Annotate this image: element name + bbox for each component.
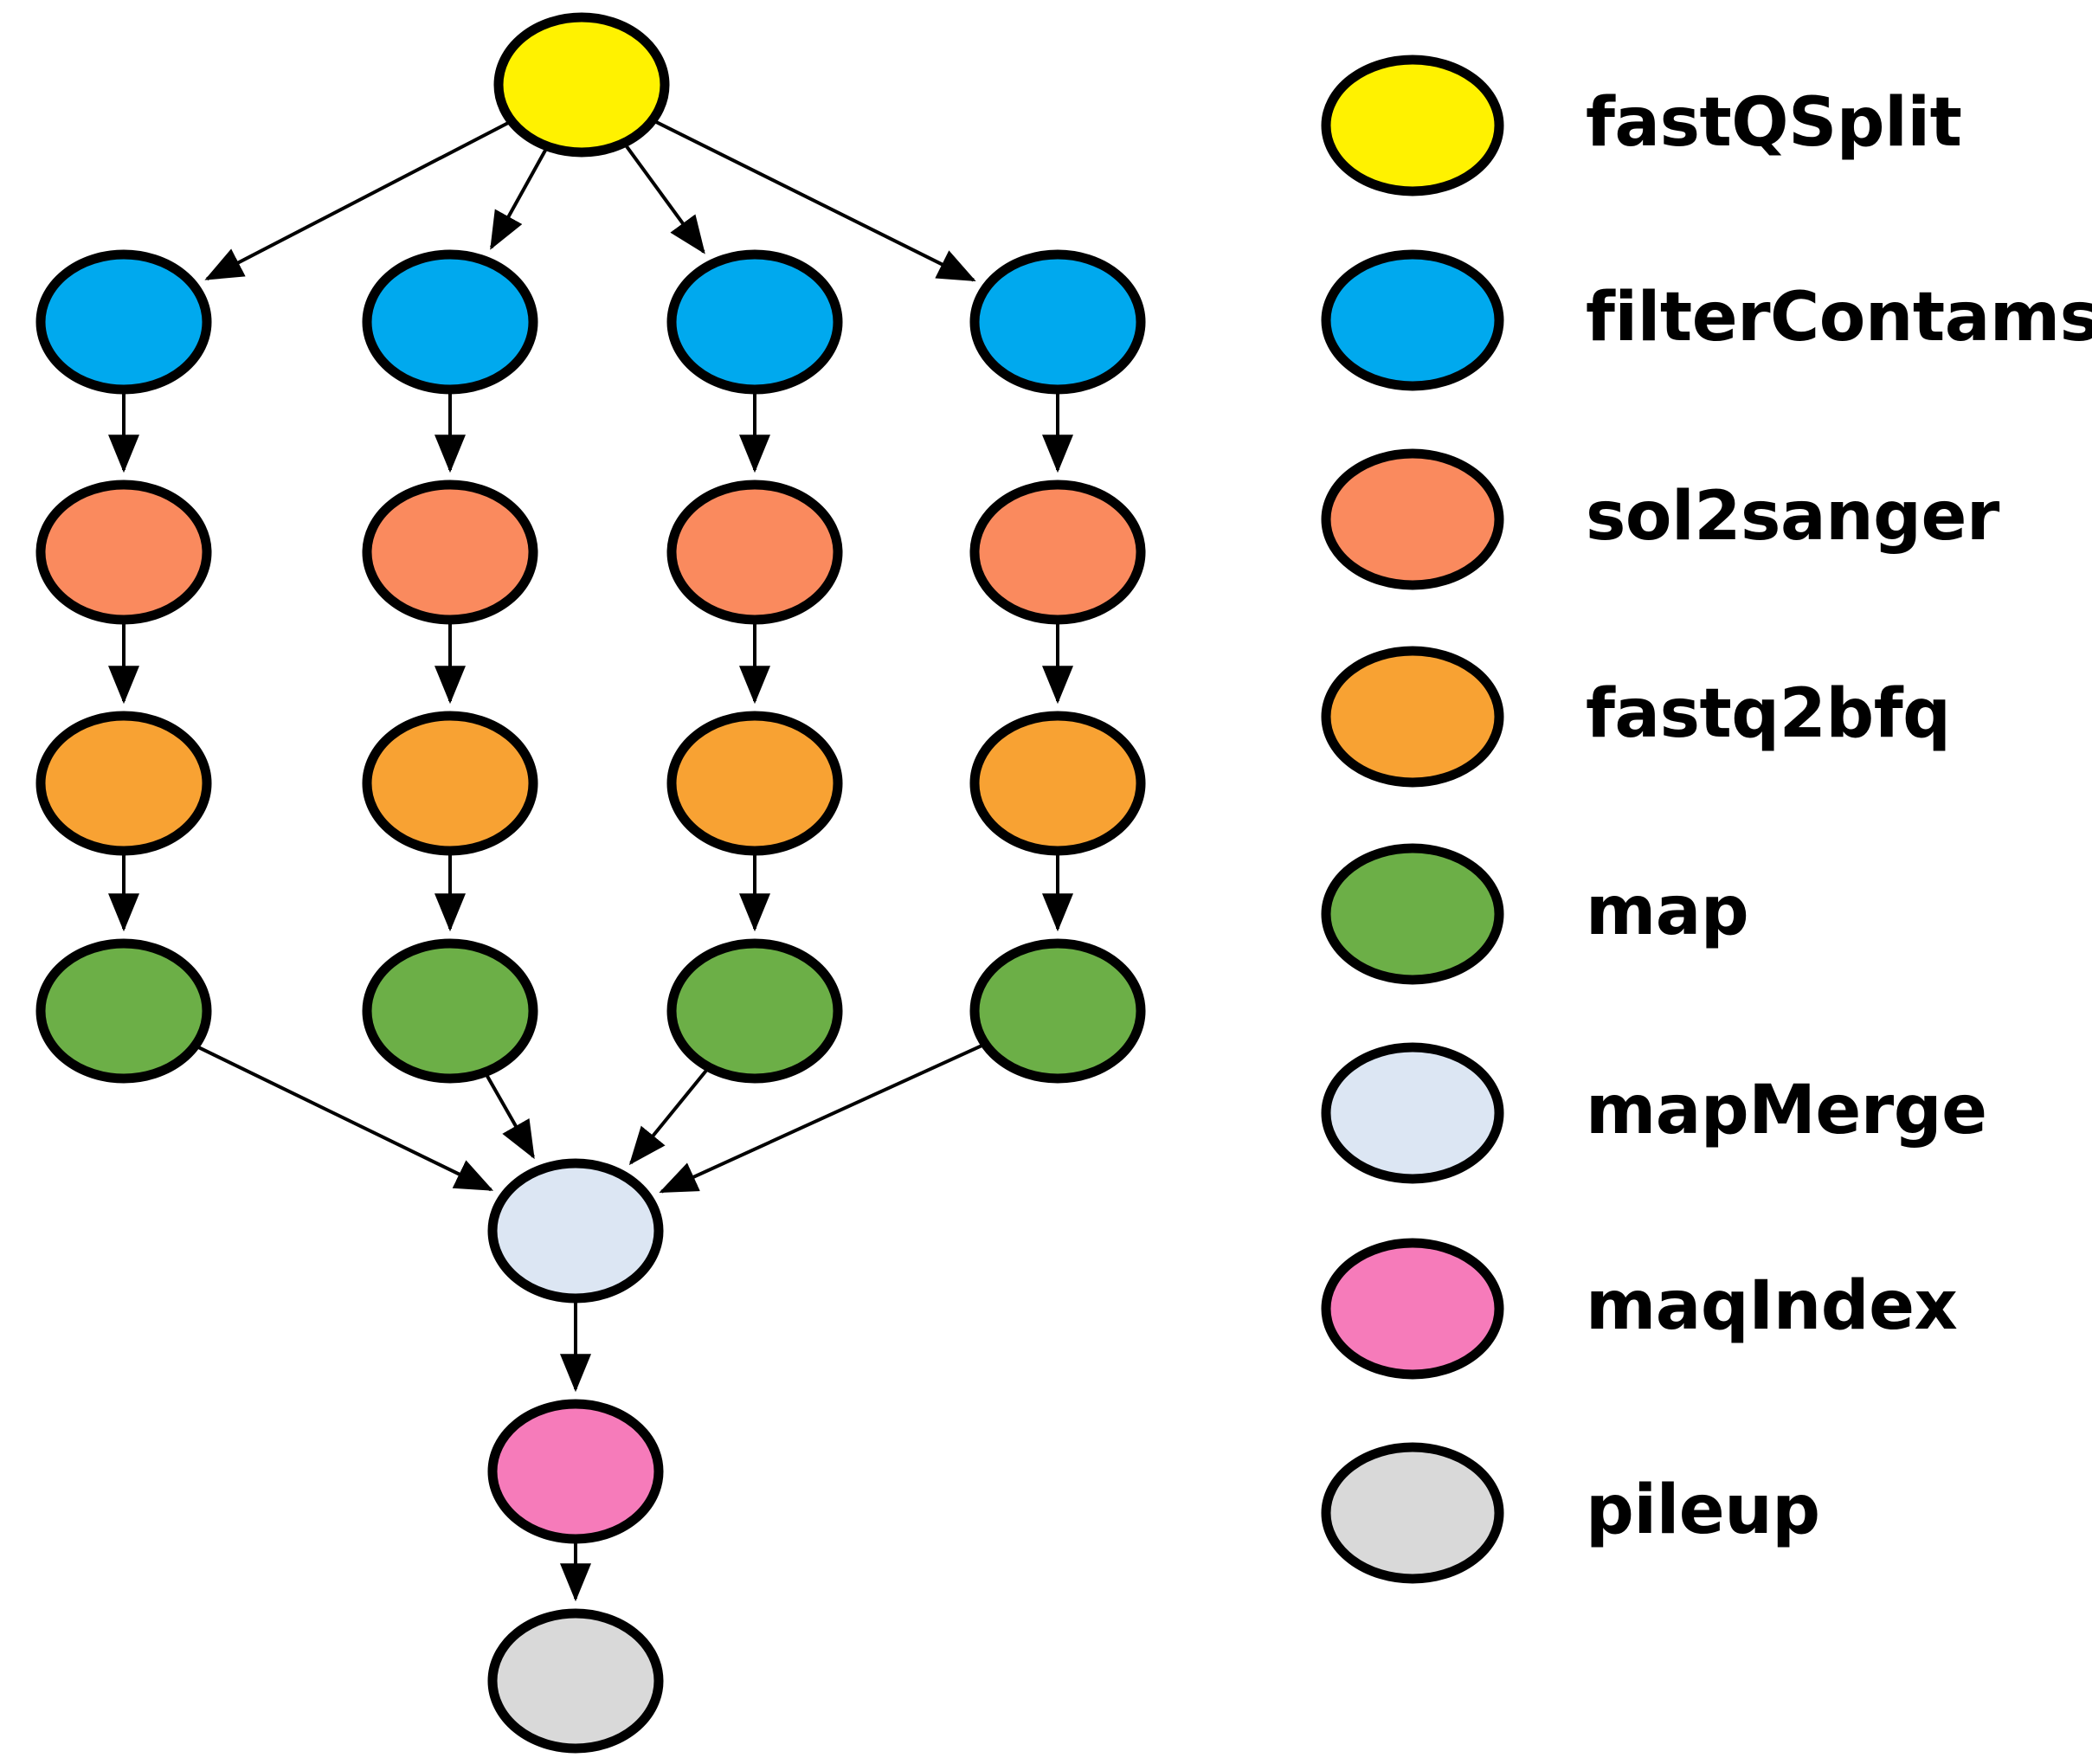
legend-swatch-maqIndex[interactable]: [1321, 1238, 1504, 1380]
node-filterContams3[interactable]: [666, 249, 843, 395]
node-layer: [35, 12, 1146, 1754]
node-sol2sanger4[interactable]: [969, 480, 1146, 625]
edge-fastQSplit-to-filterContams3: [623, 143, 705, 254]
edge-map3-to-mapMerge: [628, 1067, 710, 1166]
node-map3[interactable]: [666, 938, 843, 1084]
node-mapMerge[interactable]: [487, 1158, 664, 1304]
node-fastq2bfq1[interactable]: [35, 711, 212, 856]
node-filterContams1[interactable]: [35, 249, 212, 395]
node-map4[interactable]: [969, 938, 1146, 1084]
legend-swatch-layer: [1321, 55, 1504, 1584]
node-fastq2bfq3[interactable]: [666, 711, 843, 856]
edge-fastQSplit-to-filterContams2: [490, 146, 549, 250]
legend-swatch-sol2sanger[interactable]: [1321, 448, 1504, 590]
node-fastq2bfq4[interactable]: [969, 711, 1146, 856]
legend-swatch-fastQSplit[interactable]: [1321, 55, 1504, 196]
legend-swatch-mapMerge[interactable]: [1321, 1042, 1504, 1184]
node-sol2sanger1[interactable]: [35, 480, 212, 625]
node-sol2sanger2[interactable]: [362, 480, 538, 625]
legend-swatch-fastq2bfq[interactable]: [1321, 646, 1504, 788]
node-filterContams2[interactable]: [362, 249, 538, 395]
node-map1[interactable]: [35, 938, 212, 1084]
edge-map4-to-mapMerge: [659, 1043, 985, 1194]
legend-label-fastQSplit: fastQSplit: [1586, 84, 1962, 162]
node-fastq2bfq2[interactable]: [362, 711, 538, 856]
legend-label-filterContams: filterContams: [1586, 279, 2092, 357]
node-sol2sanger3[interactable]: [666, 480, 843, 625]
edge-map2-to-mapMerge: [484, 1072, 535, 1160]
node-fastQSplit[interactable]: [493, 12, 670, 158]
node-maqIndex[interactable]: [487, 1399, 664, 1544]
legend-label-maqIndex: maqIndex: [1586, 1267, 1958, 1345]
legend-label-fastq2bfq: fastq2bfq: [1586, 675, 1951, 753]
edge-fastQSplit-to-filterContams4: [653, 119, 976, 282]
edge-layer: [108, 119, 1073, 1602]
legend-label-sol2sanger: sol2sanger: [1586, 478, 1999, 556]
edge-map1-to-mapMerge: [196, 1045, 494, 1192]
legend-label-mapMerge: mapMerge: [1586, 1072, 1987, 1149]
legend-label-pileup: pileup: [1586, 1471, 1820, 1549]
legend-swatch-pileup[interactable]: [1321, 1442, 1504, 1584]
node-pileup[interactable]: [487, 1608, 664, 1754]
node-map2[interactable]: [362, 938, 538, 1084]
edge-fastQSplit-to-filterContams1: [204, 120, 512, 280]
legend-swatch-filterContams[interactable]: [1321, 249, 1504, 391]
node-filterContams4[interactable]: [969, 249, 1146, 395]
legend-label-map: map: [1586, 872, 1749, 950]
legend-swatch-map[interactable]: [1321, 843, 1504, 985]
